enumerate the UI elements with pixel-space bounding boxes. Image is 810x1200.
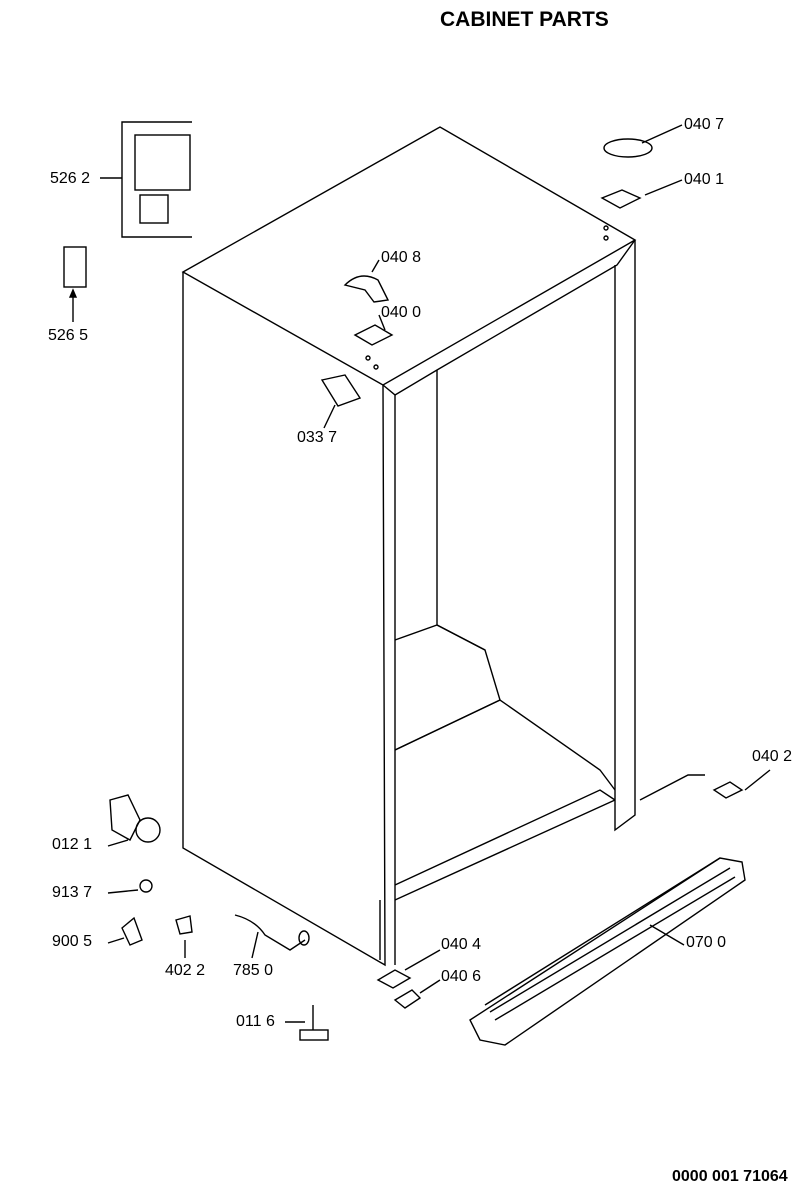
callout-0408: 040 8 (381, 249, 422, 266)
callout-0402: 040 2 (752, 748, 793, 765)
part-0700-base-grille (469, 857, 746, 1046)
callout-0337: 033 7 (297, 429, 338, 446)
callout-7850: 785 0 (233, 962, 274, 979)
callout-0116: 011 6 (236, 1013, 275, 1030)
callout-0401: 040 1 (684, 171, 725, 188)
callout-5262: 526 2 (50, 170, 91, 187)
callout-0406: 040 6 (441, 968, 482, 985)
part-7850-hose (234, 914, 310, 959)
callout-0404: 040 4 (441, 936, 482, 953)
part-0406 (393, 979, 441, 1009)
part-5262-box (100, 121, 192, 238)
part-0121-roller (107, 794, 161, 847)
callout-0121: 012 1 (52, 836, 93, 853)
callout-0700: 070 0 (686, 934, 727, 951)
callout-9005: 900 5 (52, 933, 93, 950)
callout-0407: 040 7 (684, 116, 725, 133)
cabinet-body (181, 126, 637, 967)
part-0408 (343, 259, 390, 303)
part-0404 (376, 949, 441, 989)
part-0402 (639, 769, 771, 801)
callout-4022: 402 2 (165, 962, 206, 979)
diagram-title: CABINET PARTS (440, 8, 609, 31)
diagram-number: 0000 001 71064 (672, 1168, 788, 1185)
callout-0400: 040 0 (381, 304, 422, 321)
part-9005-clip (107, 916, 143, 946)
callout-5265: 526 5 (48, 327, 89, 344)
part-0337 (320, 374, 362, 429)
part-9137-screw (107, 879, 153, 894)
part-0407 (603, 124, 683, 158)
part-4022-cap (175, 915, 193, 958)
part-0116-leveler (285, 1005, 329, 1041)
part-0401 (600, 179, 683, 241)
part-5265 (63, 246, 87, 322)
part-0400 (353, 314, 394, 370)
callout-9137: 913 7 (52, 884, 93, 901)
